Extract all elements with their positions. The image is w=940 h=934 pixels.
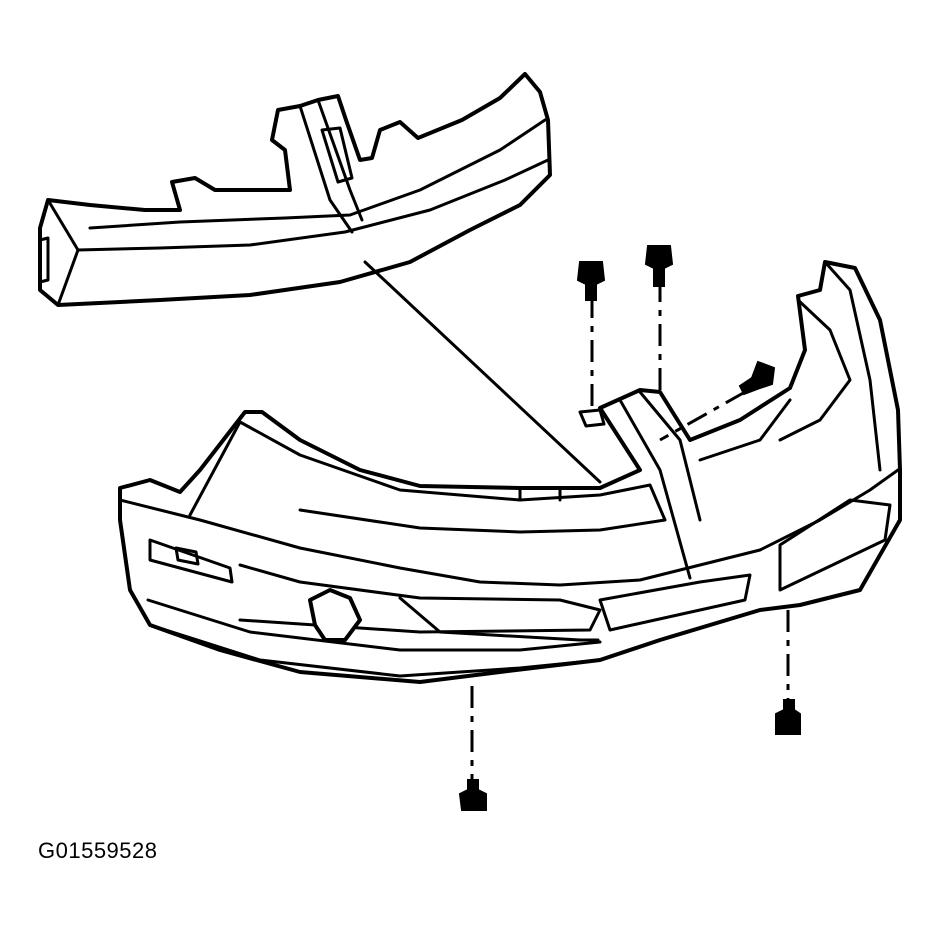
lower-right-bolt-icon: [775, 699, 801, 735]
front-bumper-fascia: [118, 260, 902, 684]
side-bolt-icon: [738, 360, 776, 396]
figure-code: G01559528: [38, 838, 158, 863]
fastener-guide-lines: [470, 280, 790, 780]
upper-left-bolt-icon: [576, 261, 606, 301]
upper-center-bolt-icon: [644, 245, 674, 287]
alignment-guide-line: [363, 260, 602, 484]
lower-left-bolt-icon: [458, 779, 487, 811]
retainer-clip: [578, 408, 606, 428]
bumper-reinforcement: [38, 72, 552, 307]
